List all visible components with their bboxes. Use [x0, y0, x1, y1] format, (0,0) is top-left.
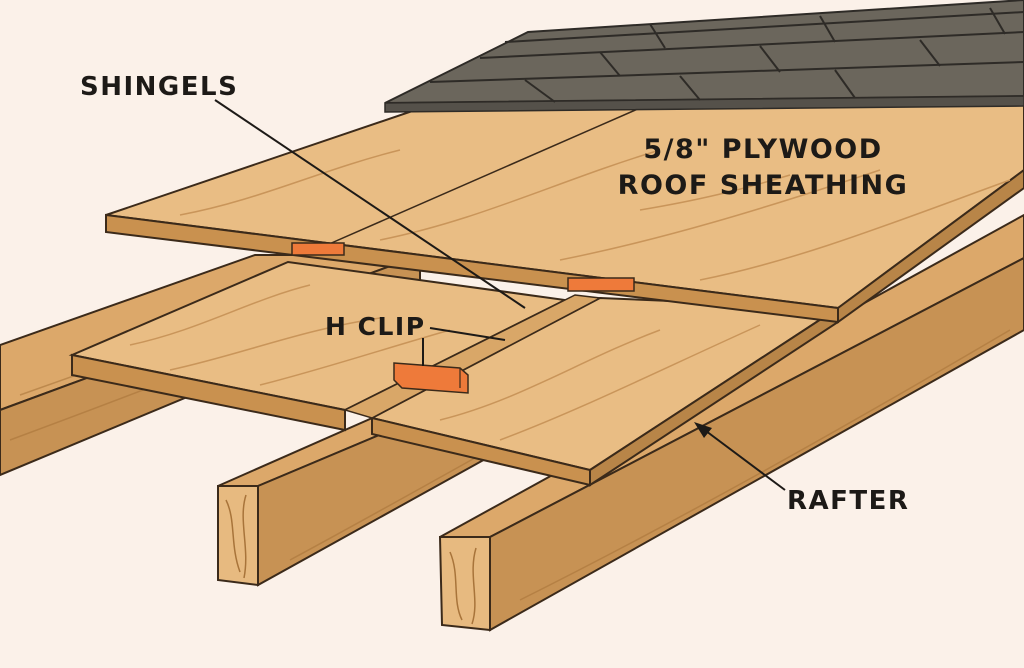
- h-clip-upper-left: [291, 242, 345, 256]
- h-clip-front: [393, 362, 469, 394]
- plywood-panel-upper: [105, 93, 1024, 324]
- plywood-panel-lower-right: [369, 296, 842, 487]
- plywood-panel-lower-left: [68, 260, 569, 432]
- h-clip-label: H CLIP: [325, 312, 426, 341]
- callout-lines: [214, 99, 786, 491]
- plywood-label-line-1: 5/8" PLYWOOD: [643, 134, 883, 165]
- plywood-label-line-2: ROOF SHEATHING: [617, 170, 909, 201]
- plywood-sheathing-label: 5/8" PLYWOOD ROOF SHEATHING: [588, 132, 938, 204]
- rafter-label: RAFTER: [787, 486, 910, 516]
- h-clip-upper-right: [567, 277, 635, 292]
- shingles: [384, 0, 1024, 113]
- shingles-label: SHINGELS: [80, 72, 239, 102]
